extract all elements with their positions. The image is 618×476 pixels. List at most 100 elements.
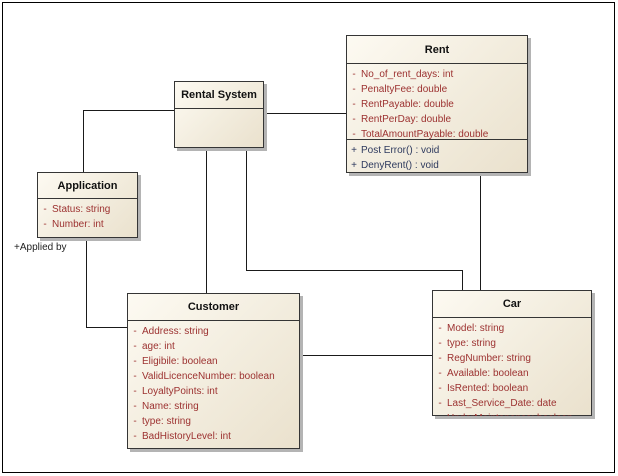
class-application[interactable]: Application -Status: string-Number: int xyxy=(37,172,138,238)
attribute-row-text: RentPayable: double xyxy=(361,99,454,110)
visibility-marker: - xyxy=(438,323,442,334)
class-title: Application xyxy=(57,179,118,192)
attribute-row-text: RegNumber: string xyxy=(447,353,531,364)
visibility-marker: - xyxy=(438,353,442,364)
attribute-row-text: Status: string xyxy=(52,204,111,215)
class-customer[interactable]: Customer -Address: string-age: int-Eligi… xyxy=(127,293,300,449)
visibility-marker: - xyxy=(438,383,442,394)
attribute-row: -type: string xyxy=(433,336,589,351)
attribute-row: -Status: string xyxy=(38,202,135,217)
class-rental-system[interactable]: Rental System xyxy=(174,81,264,148)
visibility-marker: - xyxy=(438,398,442,409)
attributes-compartment xyxy=(175,108,263,148)
attribute-row: -RentPerDay: double xyxy=(347,112,525,127)
attributes-compartment: -Status: string-Number: int xyxy=(38,198,137,238)
attribute-row: -Available: boolean xyxy=(433,366,589,381)
attribute-row-text: ValidLicenceNumber: boolean xyxy=(142,371,275,382)
attribute-row: -type: string xyxy=(128,414,297,429)
visibility-marker: + xyxy=(351,145,357,156)
connector-rentalsystem-car-segment[interactable] xyxy=(462,270,463,290)
visibility-marker: - xyxy=(133,326,137,337)
connector-rentalsystem-car-segment[interactable] xyxy=(246,148,247,270)
class-title: Rent xyxy=(424,43,450,56)
attribute-row-text: BadHistoryLevel: int xyxy=(142,431,231,442)
attribute-row-text: Available: boolean xyxy=(447,368,529,379)
attribute-row: -Last_Service_Date: date xyxy=(433,396,589,411)
attribute-row: -RegNumber: string xyxy=(433,351,589,366)
attribute-row: -TotalAmountPayable: double xyxy=(347,127,525,139)
attribute-row: -age: int xyxy=(128,339,297,354)
class-title: Rental System xyxy=(181,89,257,101)
attribute-row-text: PenaltyFee: double xyxy=(361,84,448,95)
attribute-row: -Model: string xyxy=(433,321,589,336)
attribute-row-text: Model: string xyxy=(447,323,505,334)
visibility-marker: - xyxy=(133,431,137,442)
visibility-marker: + xyxy=(351,160,357,171)
operation-row: + Post Error() : void xyxy=(347,143,525,158)
visibility-marker: - xyxy=(43,219,47,230)
attribute-row-text: No_of_rent_days: int xyxy=(361,69,454,80)
visibility-marker: - xyxy=(352,69,356,80)
connector-rentalsystem-car-segment[interactable] xyxy=(246,270,463,271)
visibility-marker: - xyxy=(133,341,137,352)
connector-rentalsystem-application-segment[interactable] xyxy=(83,110,174,111)
visibility-marker: - xyxy=(133,401,137,412)
visibility-marker: - xyxy=(133,386,137,397)
attribute-row: -Address: string xyxy=(128,324,297,339)
connector-customer-car-segment[interactable] xyxy=(300,355,432,356)
attribute-row-text: LoyaltyPoints: int xyxy=(142,386,218,397)
visibility-marker: - xyxy=(433,411,447,416)
attribute-row: -UnderMaintenance: boolean xyxy=(433,411,589,416)
attribute-row-text: type: string xyxy=(447,338,496,349)
attribute-row-text: Eligibile: boolean xyxy=(142,356,218,367)
connector-application-customer-segment[interactable] xyxy=(86,238,87,327)
attributes-compartment: -Model: string-type: string-RegNumber: s… xyxy=(433,317,591,416)
class-car[interactable]: Car -Model: string-type: string-RegNumbe… xyxy=(432,290,592,416)
class-title: Car xyxy=(502,298,522,310)
attribute-row: -Name: string xyxy=(128,399,297,414)
connector-rentalsystem-customer-segment[interactable] xyxy=(206,148,207,293)
attribute-row-text: type: string xyxy=(142,416,191,427)
attribute-row-text: IsRented: boolean xyxy=(447,383,529,394)
visibility-marker: - xyxy=(133,371,137,382)
attribute-row-text: Name: string xyxy=(142,401,199,412)
class-rent[interactable]: Rent -No_of_rent_days: int-PenaltyFee: d… xyxy=(346,35,528,173)
operation-row-text: DenyRent() : void xyxy=(361,160,439,171)
attributes-compartment: -Address: string-age: int-Eligibile: boo… xyxy=(128,320,299,449)
class-title: Customer xyxy=(187,301,240,313)
operation-row-text: Post Error() : void xyxy=(361,145,440,156)
attribute-row: -Number: int xyxy=(38,217,135,232)
attribute-row-text: Number: int xyxy=(52,219,104,230)
visibility-marker: - xyxy=(438,338,442,349)
connector-role-label-applied-by: +Applied by xyxy=(14,242,67,253)
visibility-marker: - xyxy=(352,114,356,125)
connector-rentalsystem-application-segment[interactable] xyxy=(83,110,84,172)
attribute-row: -No_of_rent_days: int xyxy=(347,67,525,82)
visibility-marker: - xyxy=(352,84,356,95)
attributes-compartment: -No_of_rent_days: int-PenaltyFee: double… xyxy=(347,63,527,139)
connector-application-customer-segment[interactable] xyxy=(86,327,127,328)
attribute-row: -RentPayable: double xyxy=(347,97,525,112)
connector-rent-car-segment[interactable] xyxy=(480,173,481,290)
attribute-row-text: TotalAmountPayable: double xyxy=(361,129,489,139)
attribute-row: -ValidLicenceNumber: boolean xyxy=(128,369,297,384)
visibility-marker: - xyxy=(352,99,356,110)
visibility-marker: - xyxy=(133,356,137,367)
attribute-row-text: UnderMaintenance: boolean xyxy=(447,411,573,416)
visibility-marker: - xyxy=(438,368,442,379)
operations-compartment: + Post Error() : void + DenyRent() : void xyxy=(347,139,527,172)
attribute-row-text: Address: string xyxy=(142,326,209,337)
operation-row: + DenyRent() : void xyxy=(347,158,525,172)
visibility-marker: - xyxy=(133,416,137,427)
attribute-row: -LoyaltyPoints: int xyxy=(128,384,297,399)
visibility-marker: - xyxy=(43,204,47,215)
attribute-row: -PenaltyFee: double xyxy=(347,82,525,97)
attribute-row-text: age: int xyxy=(142,341,175,352)
connector-rentalsystem-rent-segment[interactable] xyxy=(264,113,346,114)
visibility-marker: - xyxy=(352,129,356,139)
attribute-row: -IsRented: boolean xyxy=(433,381,589,396)
attribute-row: -Eligibile: boolean xyxy=(128,354,297,369)
attribute-row-text: RentPerDay: double xyxy=(361,114,452,125)
attribute-row-text: Last_Service_Date: date xyxy=(447,398,557,409)
